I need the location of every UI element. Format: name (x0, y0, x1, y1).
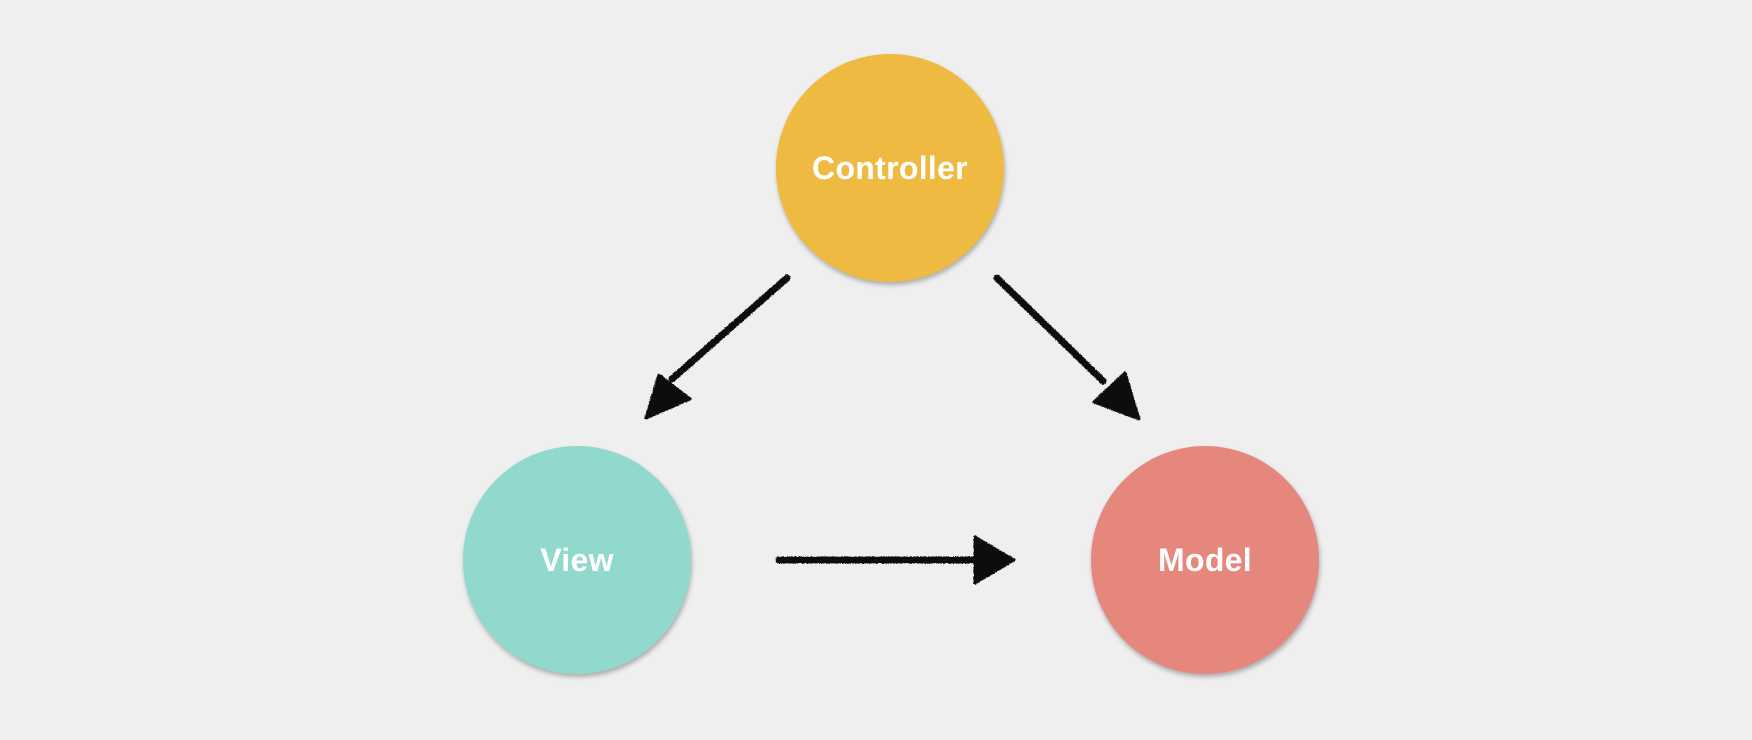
arrow-view-to-model (775, 535, 1016, 585)
model-node: Model (1091, 446, 1319, 674)
arrow-controller-to-model (993, 274, 1141, 421)
controller-label: Controller (812, 149, 968, 186)
controller-node: Controller (776, 54, 1004, 282)
arrow-controller-to-view (644, 274, 791, 420)
view-label: View (540, 541, 614, 578)
model-label: Model (1158, 541, 1252, 578)
view-node: View (463, 446, 691, 674)
